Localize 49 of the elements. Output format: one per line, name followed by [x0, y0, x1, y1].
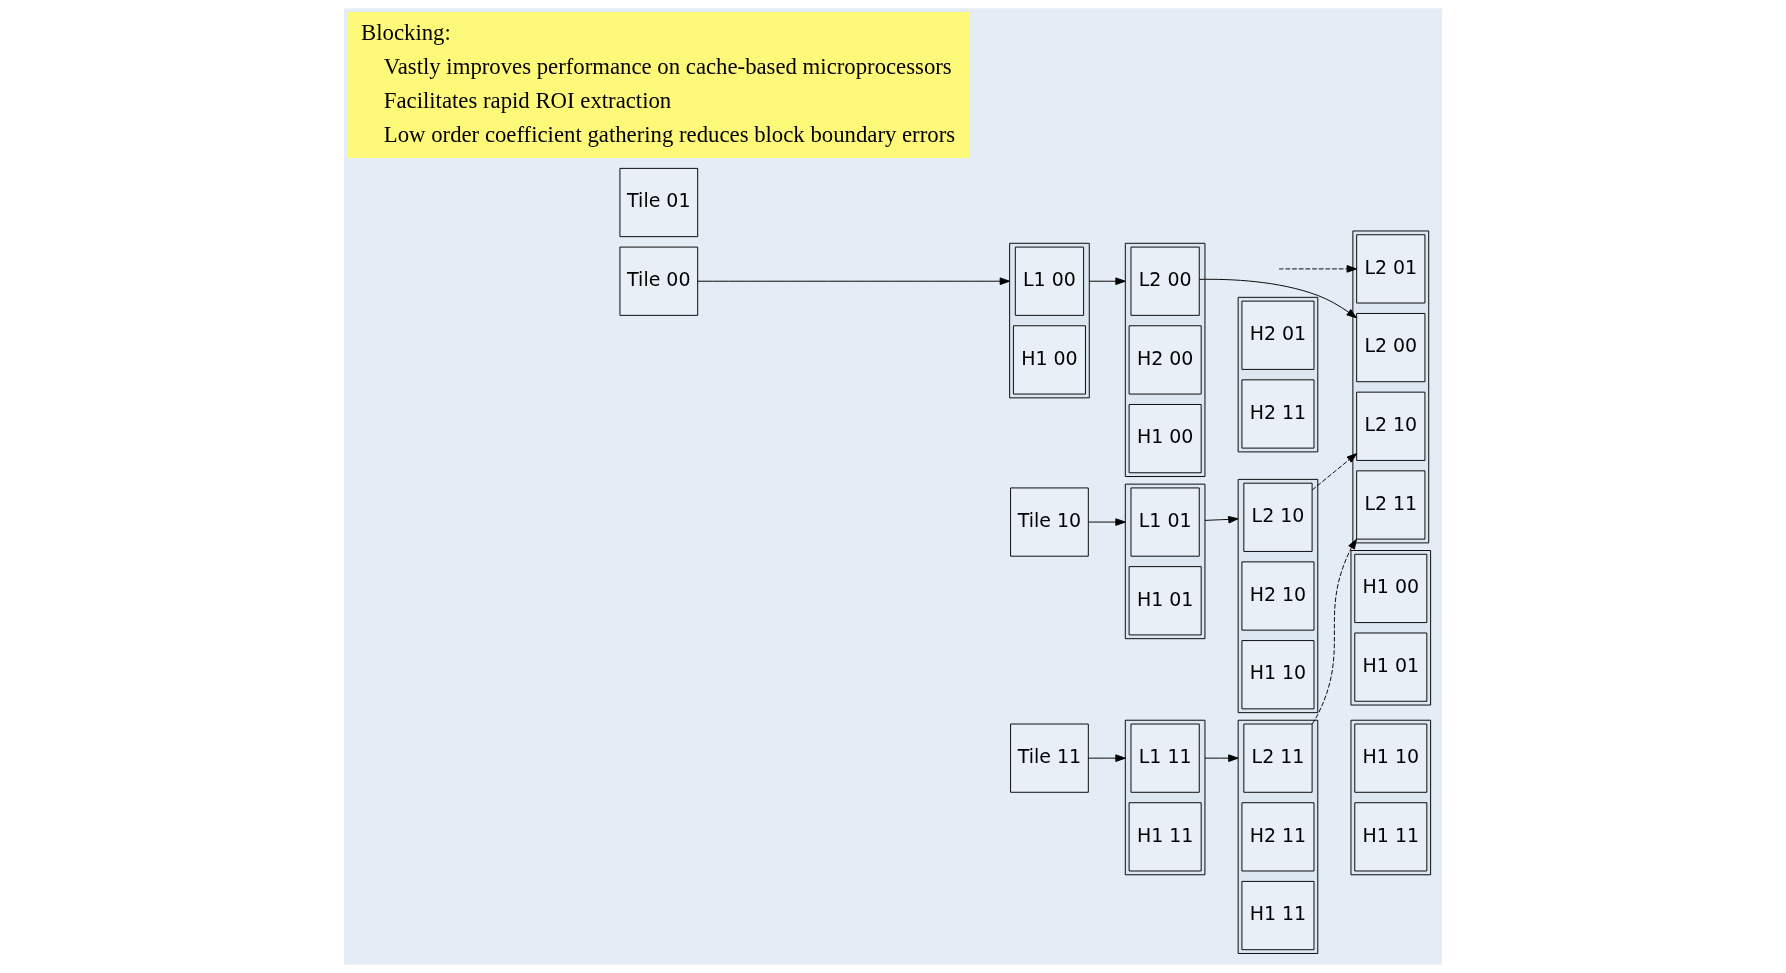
node-box: H2 11	[1241, 379, 1315, 449]
label: Low order coefficient gathering reduces block boundary errors	[383, 122, 956, 148]
arrow	[1278, 265, 1358, 273]
node-box: H1 10	[1354, 723, 1428, 793]
arrow	[1204, 754, 1239, 762]
node-box: H2 00	[1128, 325, 1202, 395]
node-box: L2 00	[1356, 313, 1426, 383]
node-box: Tile 01	[619, 167, 699, 238]
node-box: H1 00	[1012, 325, 1086, 395]
node-box: L2 01	[1356, 234, 1426, 304]
cluster	[1350, 719, 1432, 876]
node-box: Tile 11	[1010, 723, 1089, 793]
cluster	[1237, 478, 1319, 714]
arrow	[1198, 278, 1357, 319]
arrow	[1204, 515, 1239, 524]
cluster	[1124, 719, 1206, 876]
cluster	[1352, 230, 1430, 544]
node-box: H1 10	[1241, 640, 1315, 710]
label: Vastly improves performance on cache-based microprocessors	[383, 53, 952, 79]
node-box: L2 11	[1356, 470, 1426, 540]
node-box: H2 01	[1241, 300, 1315, 370]
node-box: H1 11	[1128, 802, 1202, 872]
node-box: Tile 10	[1010, 487, 1089, 557]
arrow	[1088, 754, 1126, 762]
node-box: H1 11	[1354, 802, 1428, 872]
node-box: H2 10	[1241, 561, 1315, 631]
node-box: L1 00	[1014, 246, 1085, 316]
node-box: H1 11	[1241, 880, 1315, 951]
node-box: H2 11	[1241, 802, 1315, 872]
node-box: L1 01	[1130, 487, 1200, 557]
node-box: L1 11	[1130, 723, 1200, 793]
cluster	[1237, 296, 1319, 453]
node-box: Tile 00	[619, 246, 699, 316]
arrow	[697, 277, 1011, 285]
arrow	[1088, 277, 1126, 285]
node-box: H1 00	[1128, 404, 1202, 474]
node-box: L2 00	[1130, 246, 1200, 316]
label: Blocking:	[361, 19, 451, 45]
arrow	[1088, 518, 1126, 526]
node-box: L2 10	[1243, 482, 1313, 552]
label: Facilitates rapid ROI extraction	[383, 87, 672, 113]
node-box: H1 01	[1128, 566, 1202, 636]
arrow	[1311, 538, 1357, 725]
node-box: H1 00	[1354, 553, 1428, 624]
arrow	[1311, 453, 1358, 491]
node-box: H1 01	[1354, 632, 1428, 702]
cluster	[1124, 483, 1206, 640]
node-box: L2 11	[1243, 723, 1313, 793]
node-box: L2 10	[1356, 391, 1426, 461]
